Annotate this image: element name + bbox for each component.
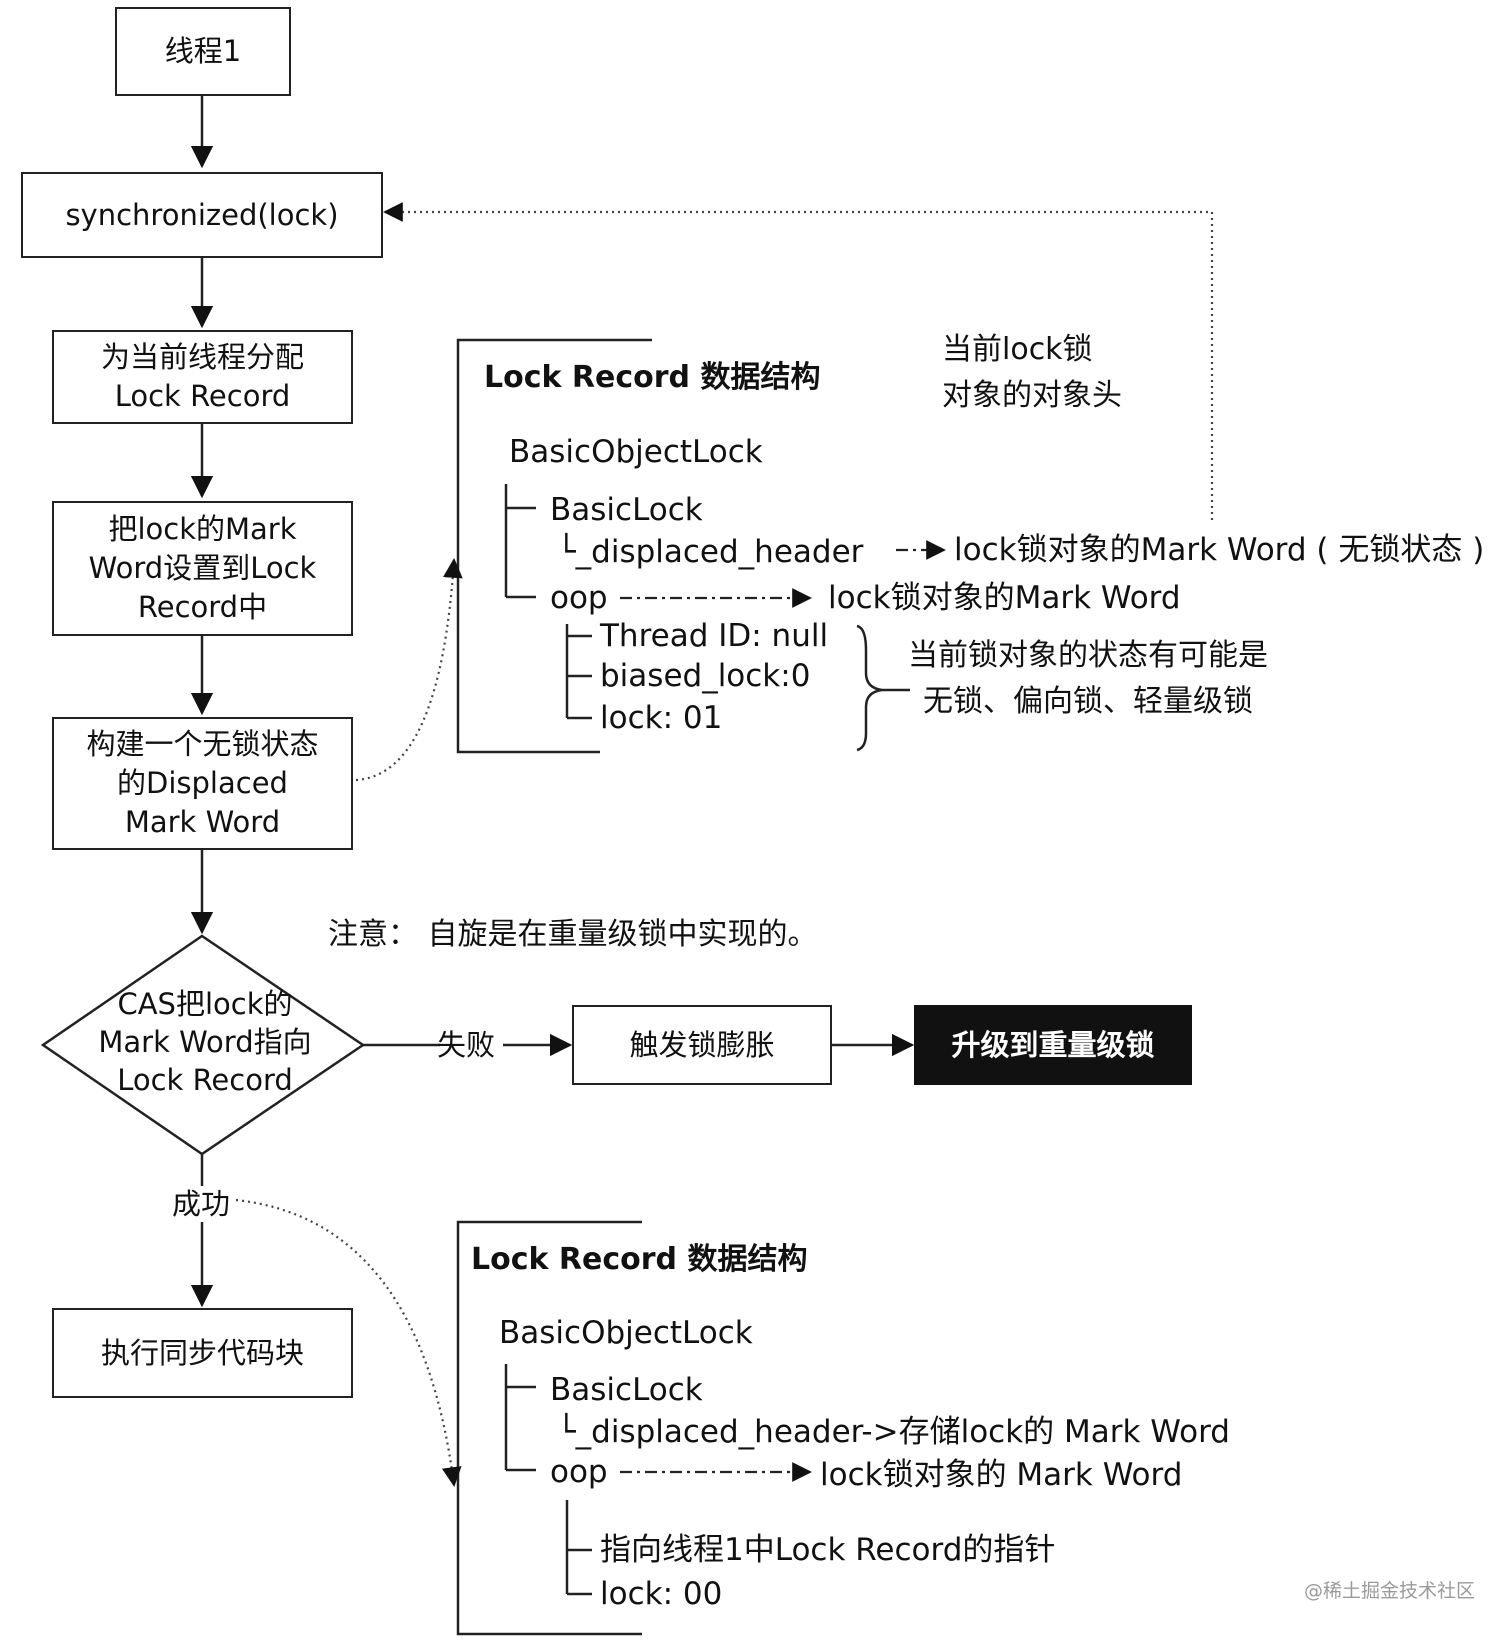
record2-oop: oop — [550, 1454, 608, 1490]
heavyweight-lock-box: 升级到重量级锁 — [914, 1005, 1192, 1085]
build-displaced-box: 构建一个无锁状态 的Displaced Mark Word — [52, 717, 353, 850]
thread-box: 线程1 — [115, 7, 291, 96]
lock-state-note: 当前锁对象的状态有可能是 无锁、偏向锁、轻量级锁 — [908, 638, 1268, 719]
arrow-build-to-record1 — [355, 558, 463, 782]
record1-basic-object-lock: BasicObjectLock — [509, 434, 763, 470]
record2-basic-object-lock: BasicObjectLock — [499, 1315, 753, 1351]
record1-bracket — [456, 338, 652, 754]
record1-displaced-target: lock锁对象的Mark Word ( 无锁状态 ) — [954, 532, 1485, 568]
record1-oop: oop — [550, 580, 608, 616]
arrow-header-to-sync — [383, 202, 1214, 520]
fail-label: 失败 — [437, 1028, 496, 1062]
record1-thread-id: Thread ID: null — [600, 618, 829, 654]
record1-lock-bits: lock: 01 — [600, 700, 723, 736]
object-header-note: 当前lock锁 对象的对象头 — [942, 332, 1122, 413]
record2-displaced-header: └_displaced_header->存储lock的 Mark Word — [557, 1414, 1230, 1450]
record1-oop-target: lock锁对象的Mark Word — [828, 580, 1181, 616]
cas-decision-label: CAS把lock的 Mark Word指向 Lock Record — [98, 987, 312, 1097]
record2-lock-bits: lock: 00 — [600, 1576, 723, 1612]
allocate-record-box: 为当前线程分配 Lock Record — [52, 330, 353, 424]
copy-markword-box: 把lock的Mark Word设置到Lock Record中 — [52, 501, 353, 636]
success-label: 成功 — [172, 1187, 231, 1221]
record1-title: Lock Record 数据结构 — [484, 360, 821, 395]
synchronized-box: synchronized(lock) — [21, 172, 383, 258]
watermark: @稀土掘金技术社区 — [1304, 1580, 1476, 1602]
spin-note: 注意： 自旋是在重量级锁中实现的。 — [328, 917, 818, 952]
record2-title: Lock Record 数据结构 — [471, 1242, 808, 1277]
record1-biased-lock: biased_lock:0 — [600, 658, 811, 694]
record1-basic-lock: BasicLock — [550, 492, 703, 528]
record2-oop-target: lock锁对象的 Mark Word — [820, 1457, 1183, 1493]
record2-bracket — [456, 1220, 642, 1636]
state-brace — [856, 624, 883, 752]
record2-pointer: 指向线程1中Lock Record的指针 — [600, 1532, 1056, 1568]
record2-basic-lock: BasicLock — [550, 1372, 703, 1408]
inflate-lock-box: 触发锁膨胀 — [572, 1005, 832, 1085]
record1-displaced-header: └_displaced_header — [557, 534, 864, 570]
execute-sync-block-box: 执行同步代码块 — [52, 1308, 353, 1398]
